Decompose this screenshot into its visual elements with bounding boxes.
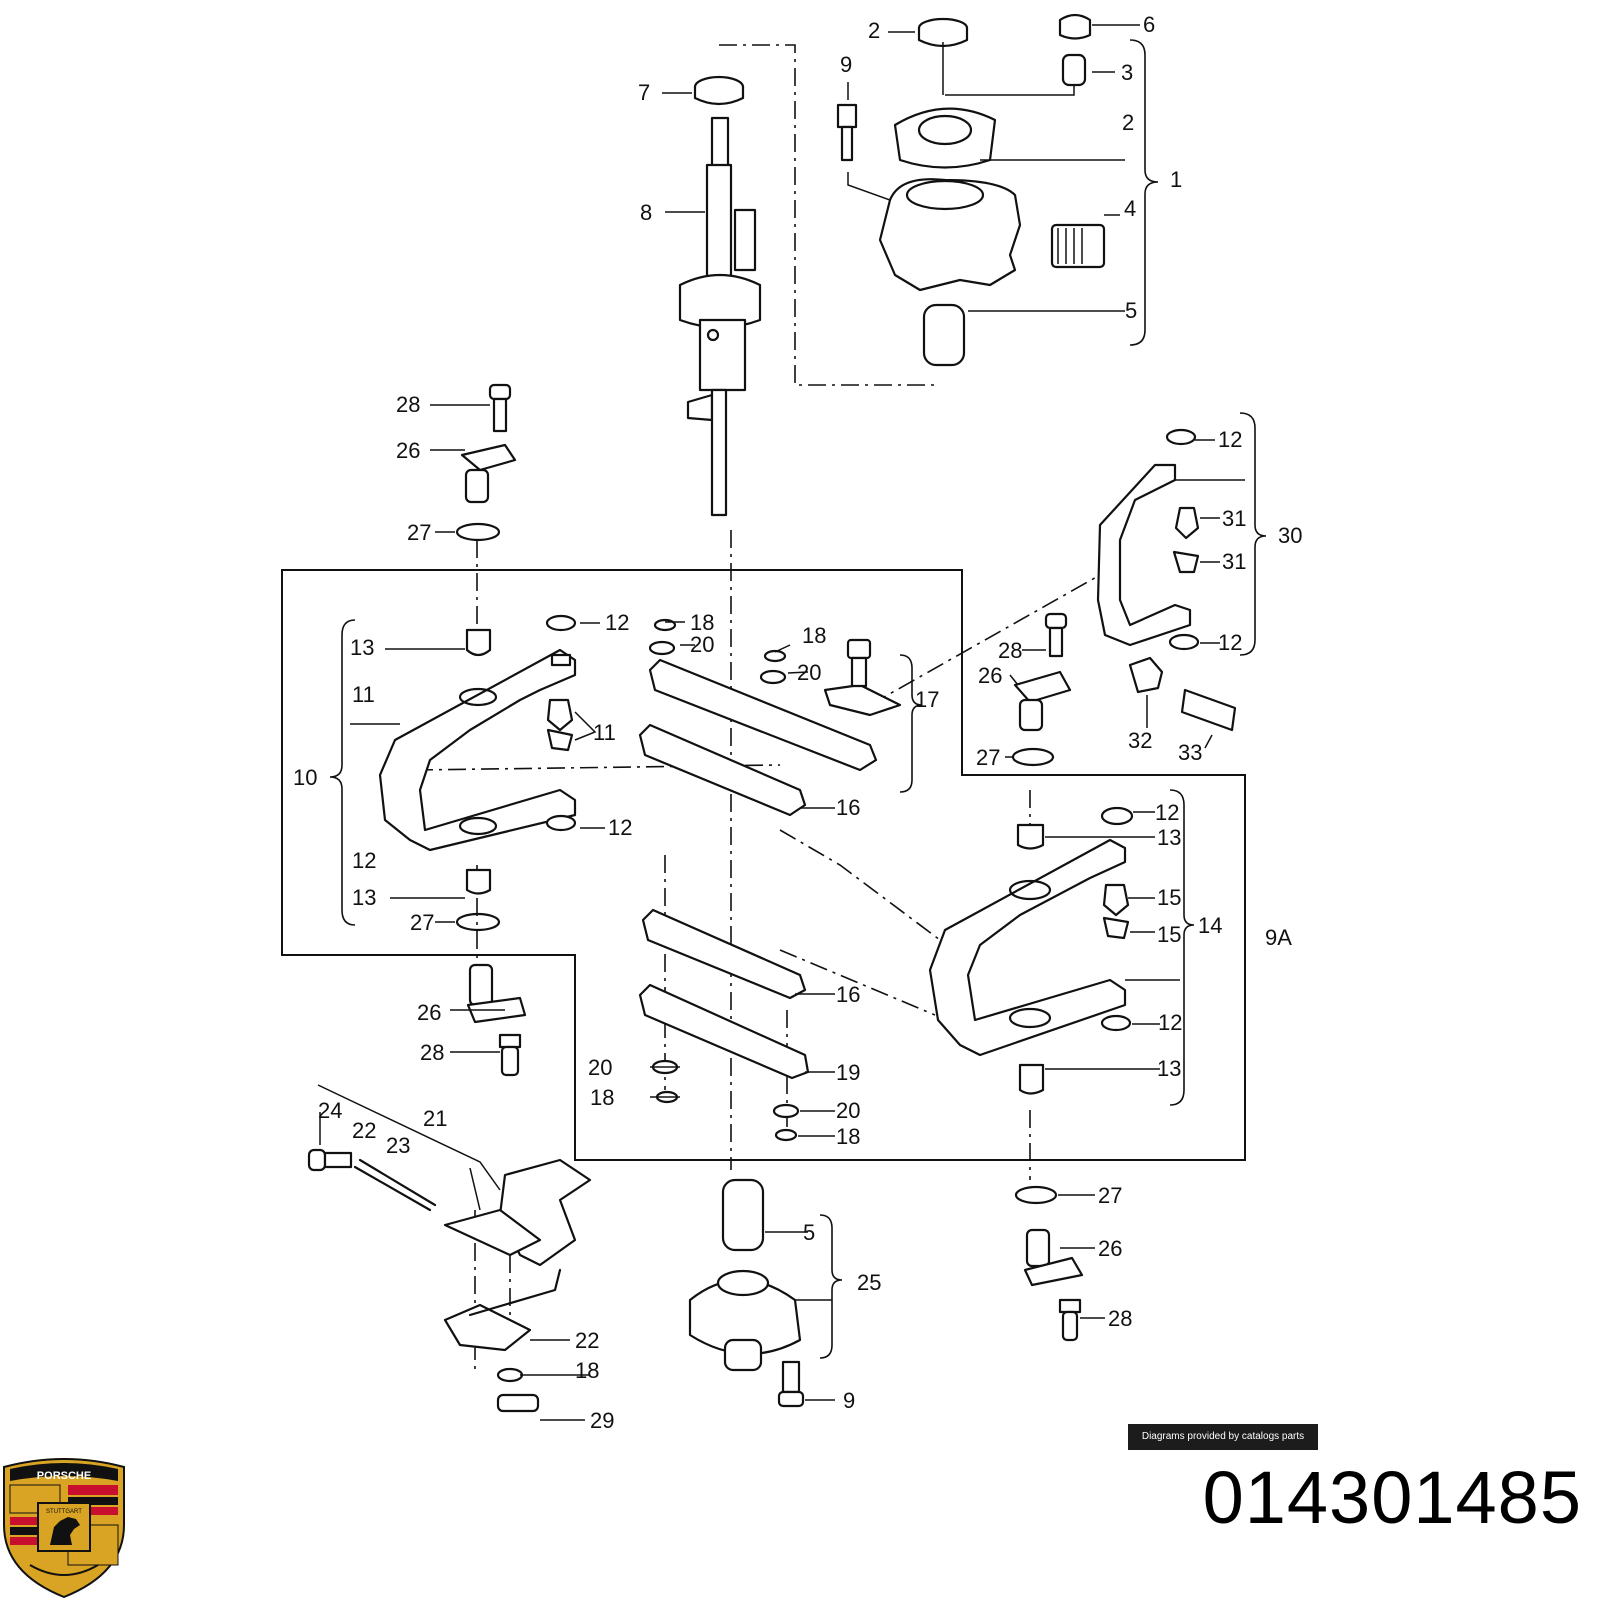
callout: 9 — [840, 52, 852, 77]
selector-plates — [638, 618, 902, 1142]
callout: 17 — [915, 687, 939, 712]
callout: 12 — [1218, 427, 1242, 452]
part-number: 014301485 — [1202, 1456, 1582, 1539]
callout: 5 — [803, 1220, 815, 1245]
porsche-crest-logo: PORSCHE STUTTGART — [3, 1458, 125, 1599]
callout: 15 — [1157, 922, 1181, 947]
shift-housing-assembly — [836, 13, 1106, 367]
callout: 18 — [802, 623, 826, 648]
callout: 31 — [1222, 506, 1246, 531]
callout: 31 — [1222, 549, 1246, 574]
callout: 28 — [1108, 1306, 1132, 1331]
callout: 20 — [836, 1098, 860, 1123]
callout: 27 — [976, 745, 1000, 770]
leader-lines — [317, 24, 1245, 1421]
left-upper-pivot — [455, 383, 517, 542]
callout: 16 — [836, 795, 860, 820]
callout: 8 — [640, 200, 652, 225]
callout: 7 — [638, 80, 650, 105]
callout: 28 — [396, 392, 420, 417]
selector-bracket-30 — [1096, 428, 1200, 651]
callout: 13 — [1157, 1056, 1181, 1081]
callout: 26 — [417, 1000, 441, 1025]
callout: 6 — [1143, 12, 1155, 37]
callout: 27 — [407, 520, 431, 545]
svg-text:PORSCHE: PORSCHE — [37, 1470, 91, 1482]
lower-left-linkage — [307, 1148, 592, 1413]
callout: 11 — [593, 720, 616, 745]
callout: 26 — [396, 438, 420, 463]
callout: 3 — [1121, 60, 1133, 85]
callout: 22 — [575, 1328, 599, 1353]
callout-labels: 1 2 2 3 4 5 6 7 8 9 9 9A 10 11 11 12 12 … — [293, 12, 1302, 1433]
callout: 28 — [998, 638, 1022, 663]
callout: 19 — [836, 1060, 860, 1085]
callout: 18 — [690, 610, 714, 635]
callout: 26 — [1098, 1236, 1122, 1261]
callout: 22 — [352, 1118, 376, 1143]
callout: 2 — [1122, 110, 1134, 135]
callout: 18 — [836, 1124, 860, 1149]
selector-bracket-10 — [378, 614, 577, 932]
callout: 27 — [1098, 1183, 1122, 1208]
right-mid-pivot — [1011, 612, 1237, 767]
callout: 13 — [352, 885, 376, 910]
callout: 30 — [1278, 523, 1302, 548]
axis-lines — [414, 44, 1101, 1370]
callout: 32 — [1128, 728, 1152, 753]
callout: 27 — [410, 910, 434, 935]
callout: 18 — [575, 1358, 599, 1383]
callout: 20 — [690, 632, 714, 657]
callout: 13 — [350, 635, 374, 660]
callout: 12 — [1218, 630, 1242, 655]
callout: 33 — [1178, 740, 1202, 765]
diagram-credit-badge: Diagrams provided by catalogs parts — [1128, 1424, 1318, 1450]
assembly-frame-9a — [281, 569, 1246, 1161]
callout: 10 — [293, 765, 317, 790]
callout: 15 — [1157, 885, 1181, 910]
callout: 14 — [1198, 913, 1222, 938]
callout: 2 — [868, 18, 880, 43]
callout: 25 — [857, 1270, 881, 1295]
callout: 26 — [978, 663, 1002, 688]
callout: 12 — [605, 610, 629, 635]
svg-text:STUTTGART: STUTTGART — [46, 1509, 82, 1515]
callout: 29 — [590, 1408, 614, 1433]
callout: 20 — [588, 1055, 612, 1080]
grouping-braces — [329, 39, 1267, 1359]
callout: 28 — [420, 1040, 444, 1065]
callout: 23 — [386, 1133, 410, 1158]
callout: 9 — [843, 1388, 855, 1413]
bottom-housing-25 — [688, 1178, 805, 1408]
callout: 12 — [608, 815, 632, 840]
left-lower-pivot — [466, 963, 527, 1077]
callout: 9A — [1265, 925, 1292, 950]
selector-bracket-14 — [928, 806, 1134, 1095]
callout: 11 — [352, 682, 375, 707]
callout: 12 — [352, 848, 376, 873]
callout: 16 — [836, 982, 860, 1007]
callout: 18 — [590, 1085, 614, 1110]
callout: 13 — [1157, 825, 1181, 850]
callout: 1 — [1170, 167, 1182, 192]
callout: 21 — [423, 1106, 447, 1131]
callout: 20 — [797, 660, 821, 685]
right-lower-pivot — [1014, 1185, 1084, 1342]
callout: 12 — [1155, 800, 1179, 825]
callout: 24 — [318, 1098, 342, 1123]
shift-shaft — [678, 75, 762, 517]
callout: 5 — [1125, 298, 1137, 323]
callout: 4 — [1124, 196, 1136, 221]
callout: 12 — [1158, 1010, 1182, 1035]
